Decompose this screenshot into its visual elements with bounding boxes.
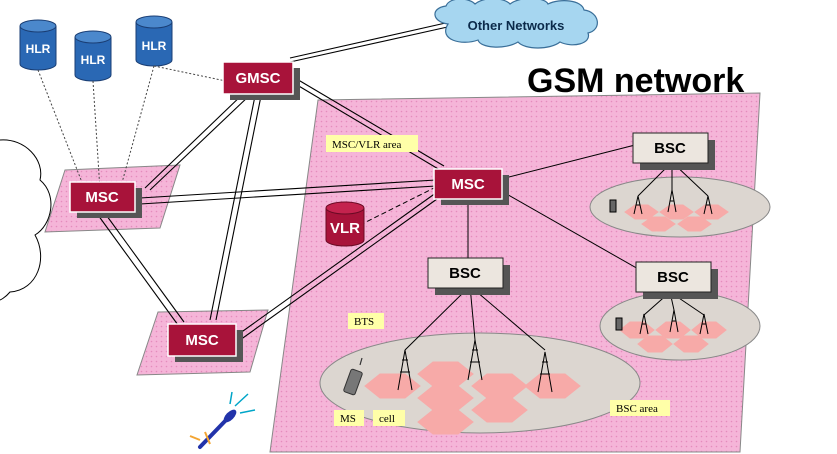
vlr-database: VLR (325, 201, 365, 247)
bsc-label-2: BSC (657, 269, 689, 286)
core-links (97, 21, 453, 341)
cell-group-top-right (589, 161, 771, 238)
msc-node-main: MSC (433, 168, 509, 205)
bsc-node-top-right: BSC (632, 132, 715, 170)
gmsc-label: GMSC (236, 70, 281, 87)
bsc-label-3: BSC (449, 265, 481, 282)
hlr-database-1: HLR (19, 19, 57, 71)
left-cloud (0, 139, 52, 301)
hlr-label-1: HLR (26, 42, 51, 56)
bsc-links (467, 144, 641, 271)
other-networks-label: Other Networks (468, 18, 565, 33)
ms-label: MS (340, 413, 356, 425)
hlr-label-3: HLR (142, 39, 167, 53)
msc-label-3: MSC (451, 176, 485, 193)
bsc-node-right: BSC (635, 261, 718, 299)
bts-label: BTS (354, 316, 374, 328)
bsc-label-1: BSC (654, 140, 686, 157)
vlr-link (359, 184, 441, 226)
msc-label-1: MSC (85, 189, 119, 206)
hlr-label-2: HLR (81, 53, 106, 67)
hlr-database-2: HLR (74, 30, 112, 82)
cell-group-right (599, 291, 761, 361)
gmsc-node: GMSC (222, 61, 300, 100)
msc-label-2: MSC (185, 332, 219, 349)
cell-group-main (319, 285, 641, 435)
pen-pointer-icon (189, 391, 256, 449)
msc-node-left-bottom: MSC (167, 323, 243, 362)
cell-label: cell (379, 413, 395, 425)
bsc-node-main: BSC (427, 257, 510, 295)
msc-node-left-top: MSC (69, 181, 142, 218)
other-networks-cloud: Other Networks (434, 0, 598, 49)
mobile-station-icon (343, 357, 363, 396)
page-title: GSM network (527, 62, 744, 100)
msc-vlr-area-label: MSC/VLR area (332, 139, 401, 151)
hlr-database-3: HLR (135, 15, 173, 67)
bsc-area-label: BSC area (616, 403, 658, 415)
vlr-label: VLR (330, 220, 360, 237)
